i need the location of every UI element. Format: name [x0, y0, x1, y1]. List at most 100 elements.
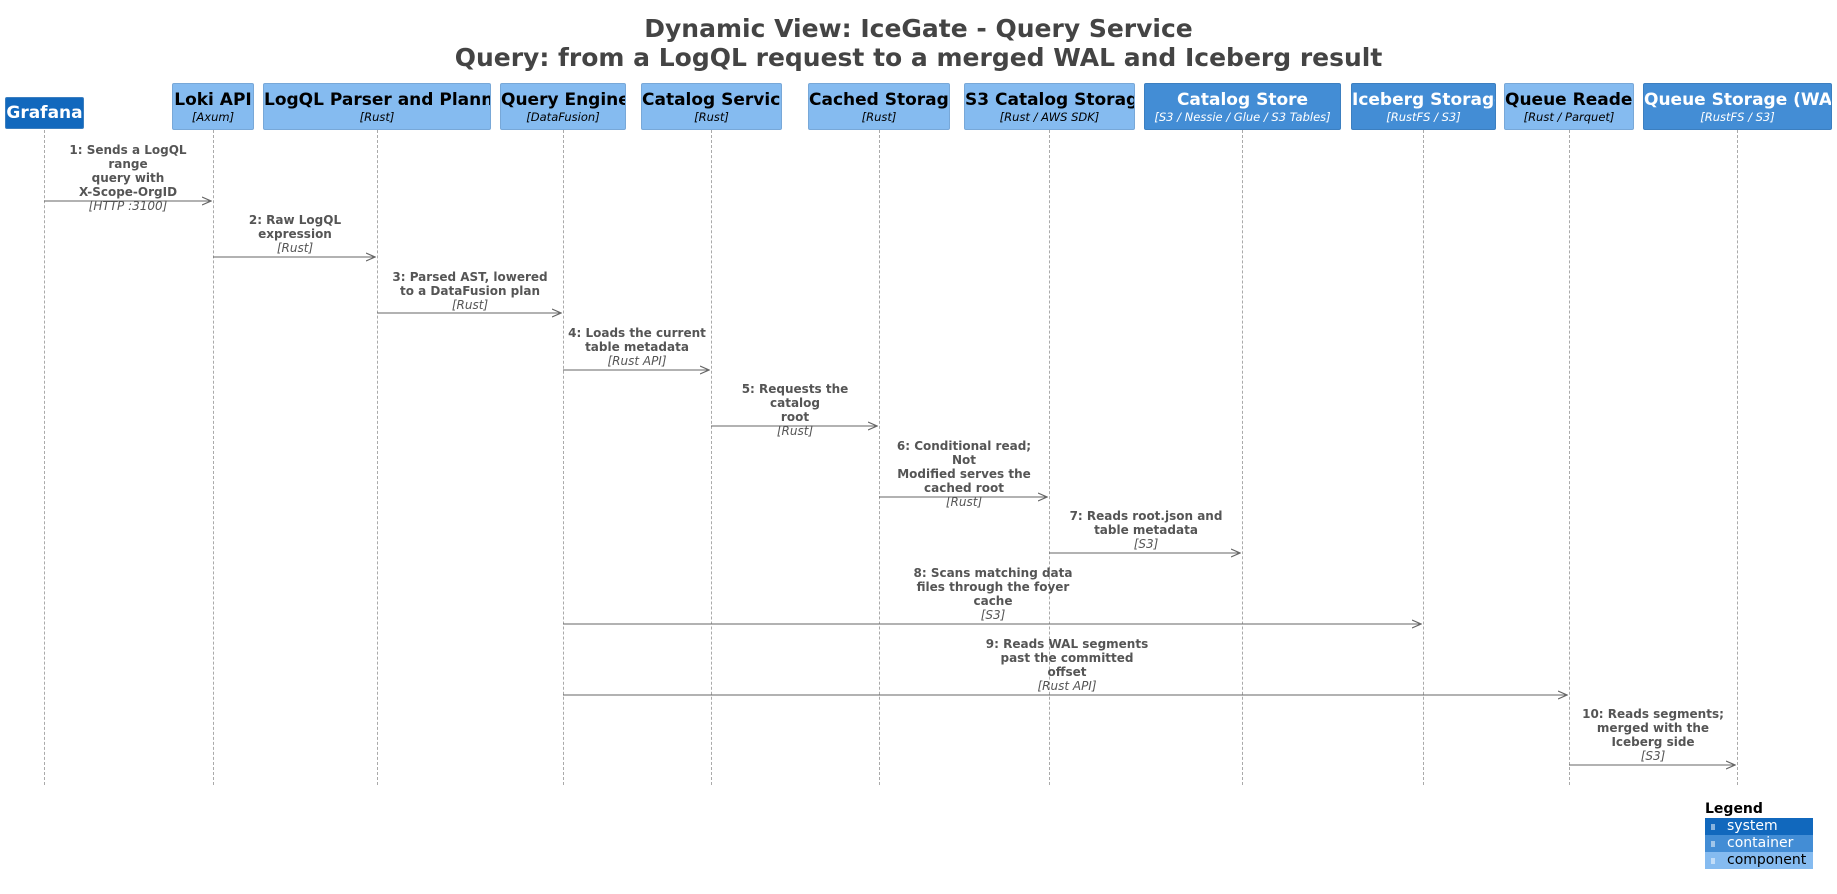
- participant-s3-catalog-storage: S3 Catalog Storage [Rust / AWS SDK]: [964, 83, 1135, 130]
- message-tech: [S3]: [1133, 537, 1159, 551]
- participant-tech: [RustFS / S3]: [1386, 110, 1461, 124]
- participant-name: Iceberg Storage: [1352, 90, 1496, 110]
- participant-cached-storage: Cached Storage [Rust]: [808, 83, 950, 130]
- message-10: 10: Reads segments; merged with the Iceb…: [1573, 707, 1733, 763]
- legend-label: container: [1727, 835, 1794, 851]
- message-label: 3: Parsed AST, lowered: [392, 270, 548, 284]
- message-label: 2: Raw LogQL: [248, 213, 342, 227]
- participant-tech: [Axum]: [191, 110, 235, 124]
- message-label: 5: Requests the catalog: [741, 382, 849, 410]
- participant-name: Cached Storage: [809, 90, 950, 110]
- participant-grafana: Grafana: [5, 97, 84, 129]
- message-label: to a DataFusion plan: [399, 284, 541, 298]
- legend-swatch-icon: [1711, 841, 1715, 847]
- message-tech: [HTTP :3100]: [88, 199, 168, 213]
- lifeline-catalog-store: [1242, 130, 1243, 785]
- message-2: 2: Raw LogQL expression [Rust]: [215, 213, 375, 255]
- message-label: table metadata: [585, 340, 689, 354]
- lifeline-loki-api: [213, 130, 214, 785]
- lifeline-grafana: [44, 130, 45, 785]
- message-8: 8: Scans matching data files through the…: [908, 566, 1078, 622]
- participant-name: Catalog Store: [1176, 90, 1309, 110]
- participant-queue-reader: Queue Reader [Rust / Parquet]: [1504, 83, 1634, 130]
- message-label: table metadata: [1094, 523, 1198, 537]
- participant-catalog-store: Catalog Store [S3 / Nessie / Glue / S3 T…: [1144, 83, 1341, 130]
- legend-swatch-icon: [1711, 824, 1715, 830]
- participant-tech: [Rust / Parquet]: [1523, 110, 1615, 124]
- participant-tech: [Rust]: [694, 110, 729, 124]
- participant-iceberg-storage: Iceberg Storage [RustFS / S3]: [1351, 83, 1496, 130]
- participant-tech: [Rust]: [861, 110, 897, 124]
- participant-tech: [DataFusion]: [526, 110, 600, 124]
- lifeline-cached-storage: [879, 130, 880, 785]
- lifeline-catalog-service: [711, 130, 712, 785]
- legend-label: component: [1727, 852, 1807, 868]
- lifeline-iceberg-storage: [1423, 130, 1424, 785]
- participant-name: Queue Reader: [1505, 90, 1634, 110]
- message-label: offset: [1047, 665, 1087, 679]
- message-label: root: [780, 410, 810, 424]
- participant-loki-api: Loki API [Axum]: [172, 83, 254, 130]
- message-tech: [S3]: [1640, 749, 1666, 763]
- message-tech: [Rust]: [945, 495, 983, 509]
- lifeline-query-engine: [563, 130, 564, 785]
- message-label: merged with the: [1596, 721, 1710, 735]
- message-5: 5: Requests the catalog root [Rust]: [715, 382, 875, 438]
- participant-name: Catalog Service: [642, 90, 782, 110]
- message-label: 4: Loads the current: [568, 326, 706, 340]
- participant-name: S3 Catalog Storage: [965, 90, 1135, 110]
- diagram-subtitle: Query: from a LogQL request to a merged …: [454, 43, 1383, 72]
- message-label: 8: Scans matching data: [913, 566, 1073, 580]
- message-3: 3: Parsed AST, lowered to a DataFusion p…: [385, 270, 555, 312]
- message-7: 7: Reads root.json and table metadata [S…: [1061, 509, 1231, 551]
- message-tech: [Rust API]: [1037, 679, 1097, 693]
- message-label: 6: Conditional read; Not: [896, 439, 1032, 467]
- participant-tech: [RustFS / S3]: [1700, 110, 1775, 124]
- message-tech: [Rust]: [451, 298, 489, 312]
- legend-label: system: [1727, 818, 1778, 834]
- participant-query-engine: Query Engine [DataFusion]: [500, 83, 626, 130]
- legend-item-container: container: [1705, 835, 1813, 852]
- lifeline-queue-reader: [1569, 130, 1570, 785]
- legend-swatch-icon: [1711, 858, 1715, 864]
- message-label: Modified serves the: [897, 467, 1031, 481]
- legend: Legend system container component: [1705, 801, 1813, 869]
- participant-queue-storage: Queue Storage (WAL) [RustFS / S3]: [1643, 83, 1832, 130]
- message-9: 9: Reads WAL segments past the committed…: [982, 637, 1152, 693]
- participant-name: Queue Storage (WAL): [1644, 90, 1832, 110]
- message-label: X-Scope-OrgID: [78, 185, 178, 199]
- message-label: Iceberg side: [1611, 735, 1695, 749]
- lifeline-queue-storage: [1737, 130, 1738, 785]
- legend-item-system: system: [1705, 818, 1813, 835]
- legend-item-component: component: [1705, 852, 1813, 869]
- legend-title: Legend: [1705, 801, 1763, 817]
- message-tech: [S3]: [980, 608, 1006, 622]
- diagram-title: Dynamic View: IceGate - Query Service: [644, 14, 1193, 43]
- message-tech: [Rust API]: [607, 354, 667, 368]
- message-label: expression: [258, 227, 332, 241]
- message-6: 6: Conditional read; Not Modified serves…: [884, 439, 1044, 509]
- message-tech: [Rust]: [276, 241, 314, 255]
- participant-name: Grafana: [6, 103, 83, 123]
- message-label: 10: Reads segments;: [1582, 707, 1724, 721]
- participant-catalog-service: Catalog Service [Rust]: [641, 83, 782, 130]
- message-label: files through the foyer: [916, 580, 1070, 594]
- participant-tech: [Rust / AWS SDK]: [999, 110, 1100, 124]
- participant-name: Query Engine: [501, 90, 626, 110]
- message-label: cached root: [924, 481, 1004, 495]
- message-label: query with: [91, 171, 165, 185]
- message-label: 1: Sends a LogQL range: [69, 143, 187, 171]
- message-label: 9: Reads WAL segments: [985, 637, 1149, 651]
- message-1: 1: Sends a LogQL range query with X-Scop…: [48, 143, 208, 213]
- participant-name: Loki API: [174, 90, 252, 110]
- participant-name: LogQL Parser and Planner: [264, 90, 491, 110]
- message-label: cache: [973, 594, 1013, 608]
- participant-tech: [Rust]: [359, 110, 395, 124]
- lifeline-logql-parser: [377, 130, 378, 785]
- lifeline-s3-catalog-storage: [1049, 130, 1050, 785]
- message-label: past the committed: [1000, 651, 1134, 665]
- participant-tech: [S3 / Nessie / Glue / S3 Tables]: [1154, 110, 1331, 124]
- message-label: 7: Reads root.json and: [1069, 509, 1223, 523]
- participant-logql-parser: LogQL Parser and Planner [Rust]: [263, 83, 491, 130]
